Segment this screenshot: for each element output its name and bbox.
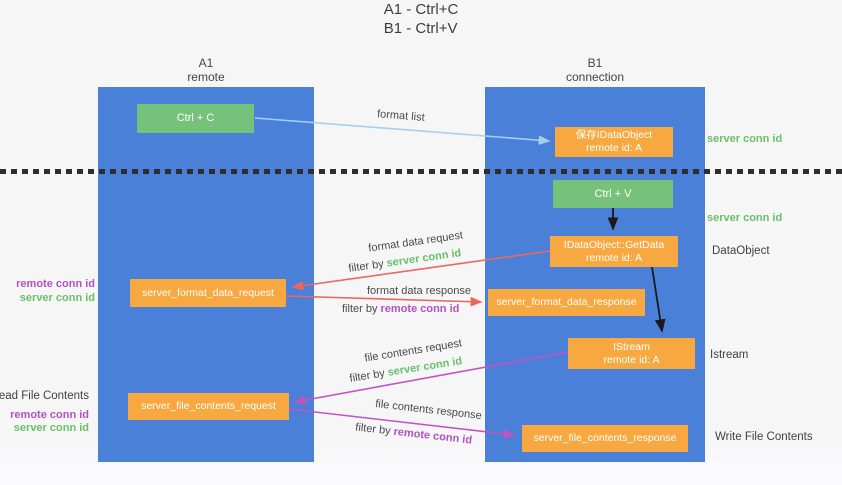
- filter-by-text: filter by: [348, 366, 389, 385]
- remote-conn-id-text: remote conn id: [380, 303, 460, 315]
- column-b1-subtitle: connection: [565, 70, 625, 84]
- server-conn-id-annotation-top: server conn id: [707, 133, 783, 145]
- format-response-label: server_format_data_response: [496, 296, 637, 308]
- title-line-2: B1 - Ctrl+V: [383, 20, 458, 37]
- format-data-response-label: format data response: [367, 285, 471, 297]
- filter-by-text: filter by: [342, 303, 381, 315]
- save-idataobject-line2: remote id: A: [585, 142, 643, 154]
- file-contents-response-label: file contents response: [374, 397, 483, 423]
- istream-line1: IStream: [613, 340, 650, 353]
- save-idataobject-node: 保存IDataObject remote id: A: [555, 127, 673, 157]
- diagram-title: A1 - Ctrl+C B1 - Ctrl+V: [0, 0, 842, 38]
- getdata-line2: remote id: A: [585, 251, 643, 264]
- left-conn-id-annotations-2: remote conn id server conn id: [10, 409, 89, 435]
- column-a1-name: A1: [198, 56, 214, 70]
- server-conn-id-annotation: server conn id: [19, 292, 95, 304]
- read-file-contents-annotation: Read File Contents: [0, 390, 89, 402]
- write-file-contents-annotation: Write File Contents: [715, 431, 813, 443]
- ctrl-c-node: Ctrl + C: [137, 104, 254, 133]
- ctrl-c-label: Ctrl + C: [176, 112, 215, 124]
- format-list-label: format list: [376, 108, 426, 124]
- column-header-b1: B1 connection: [485, 56, 705, 84]
- filter-by-remote-conn-id-label-2: filter by remote conn id: [355, 421, 473, 446]
- column-b1-name: B1: [587, 56, 603, 70]
- file-request-label: server_file_contents_request: [141, 400, 276, 412]
- remote-conn-id-text: remote conn id: [392, 425, 473, 447]
- istream-annotation: Istream: [710, 349, 749, 361]
- ctrl-v-label: Ctrl + V: [594, 187, 632, 200]
- server-conn-id-annotation: server conn id: [13, 422, 89, 434]
- phase-separator-dotted-line: [0, 169, 842, 174]
- file-response-label: server_file_contents_response: [533, 432, 677, 444]
- format-request-label: server_format_data_request: [142, 286, 274, 299]
- istream-line2: remote id: A: [603, 353, 660, 366]
- filter-by-text: filter by: [354, 421, 395, 438]
- server-format-data-request-node: server_format_data_request: [130, 279, 286, 307]
- left-conn-id-annotations-1: remote conn id server conn id: [16, 277, 95, 305]
- getdata-line1: IDataObject::GetData: [563, 238, 665, 251]
- dataobject-annotation: DataObject: [712, 245, 770, 257]
- istream-node: IStream remote id: A: [568, 338, 695, 369]
- ctrl-v-node: Ctrl + V: [553, 180, 673, 208]
- server-conn-id-annotation-mid: server conn id: [707, 212, 783, 224]
- server-file-contents-request-node: server_file_contents_request: [128, 393, 289, 420]
- column-header-a1: A1 remote: [98, 56, 314, 84]
- column-a1-subtitle: remote: [187, 70, 225, 84]
- remote-conn-id-annotation: remote conn id: [10, 409, 89, 421]
- filter-by-remote-conn-id-label-1: filter by remote conn id: [342, 303, 459, 315]
- save-idataobject-line1: 保存IDataObject: [575, 129, 653, 141]
- server-file-contents-response-node: server_file_contents_response: [522, 425, 688, 452]
- idataobject-getdata-node: IDataObject::GetData remote id: A: [550, 236, 678, 267]
- title-line-1: A1 - Ctrl+C: [383, 1, 459, 18]
- remote-conn-id-annotation: remote conn id: [16, 278, 95, 290]
- filter-by-text: filter by: [347, 257, 388, 275]
- filter-by-server-conn-id-label-1: filter by server conn id: [348, 247, 462, 275]
- server-format-data-response-node: server_format_data_response: [488, 289, 645, 316]
